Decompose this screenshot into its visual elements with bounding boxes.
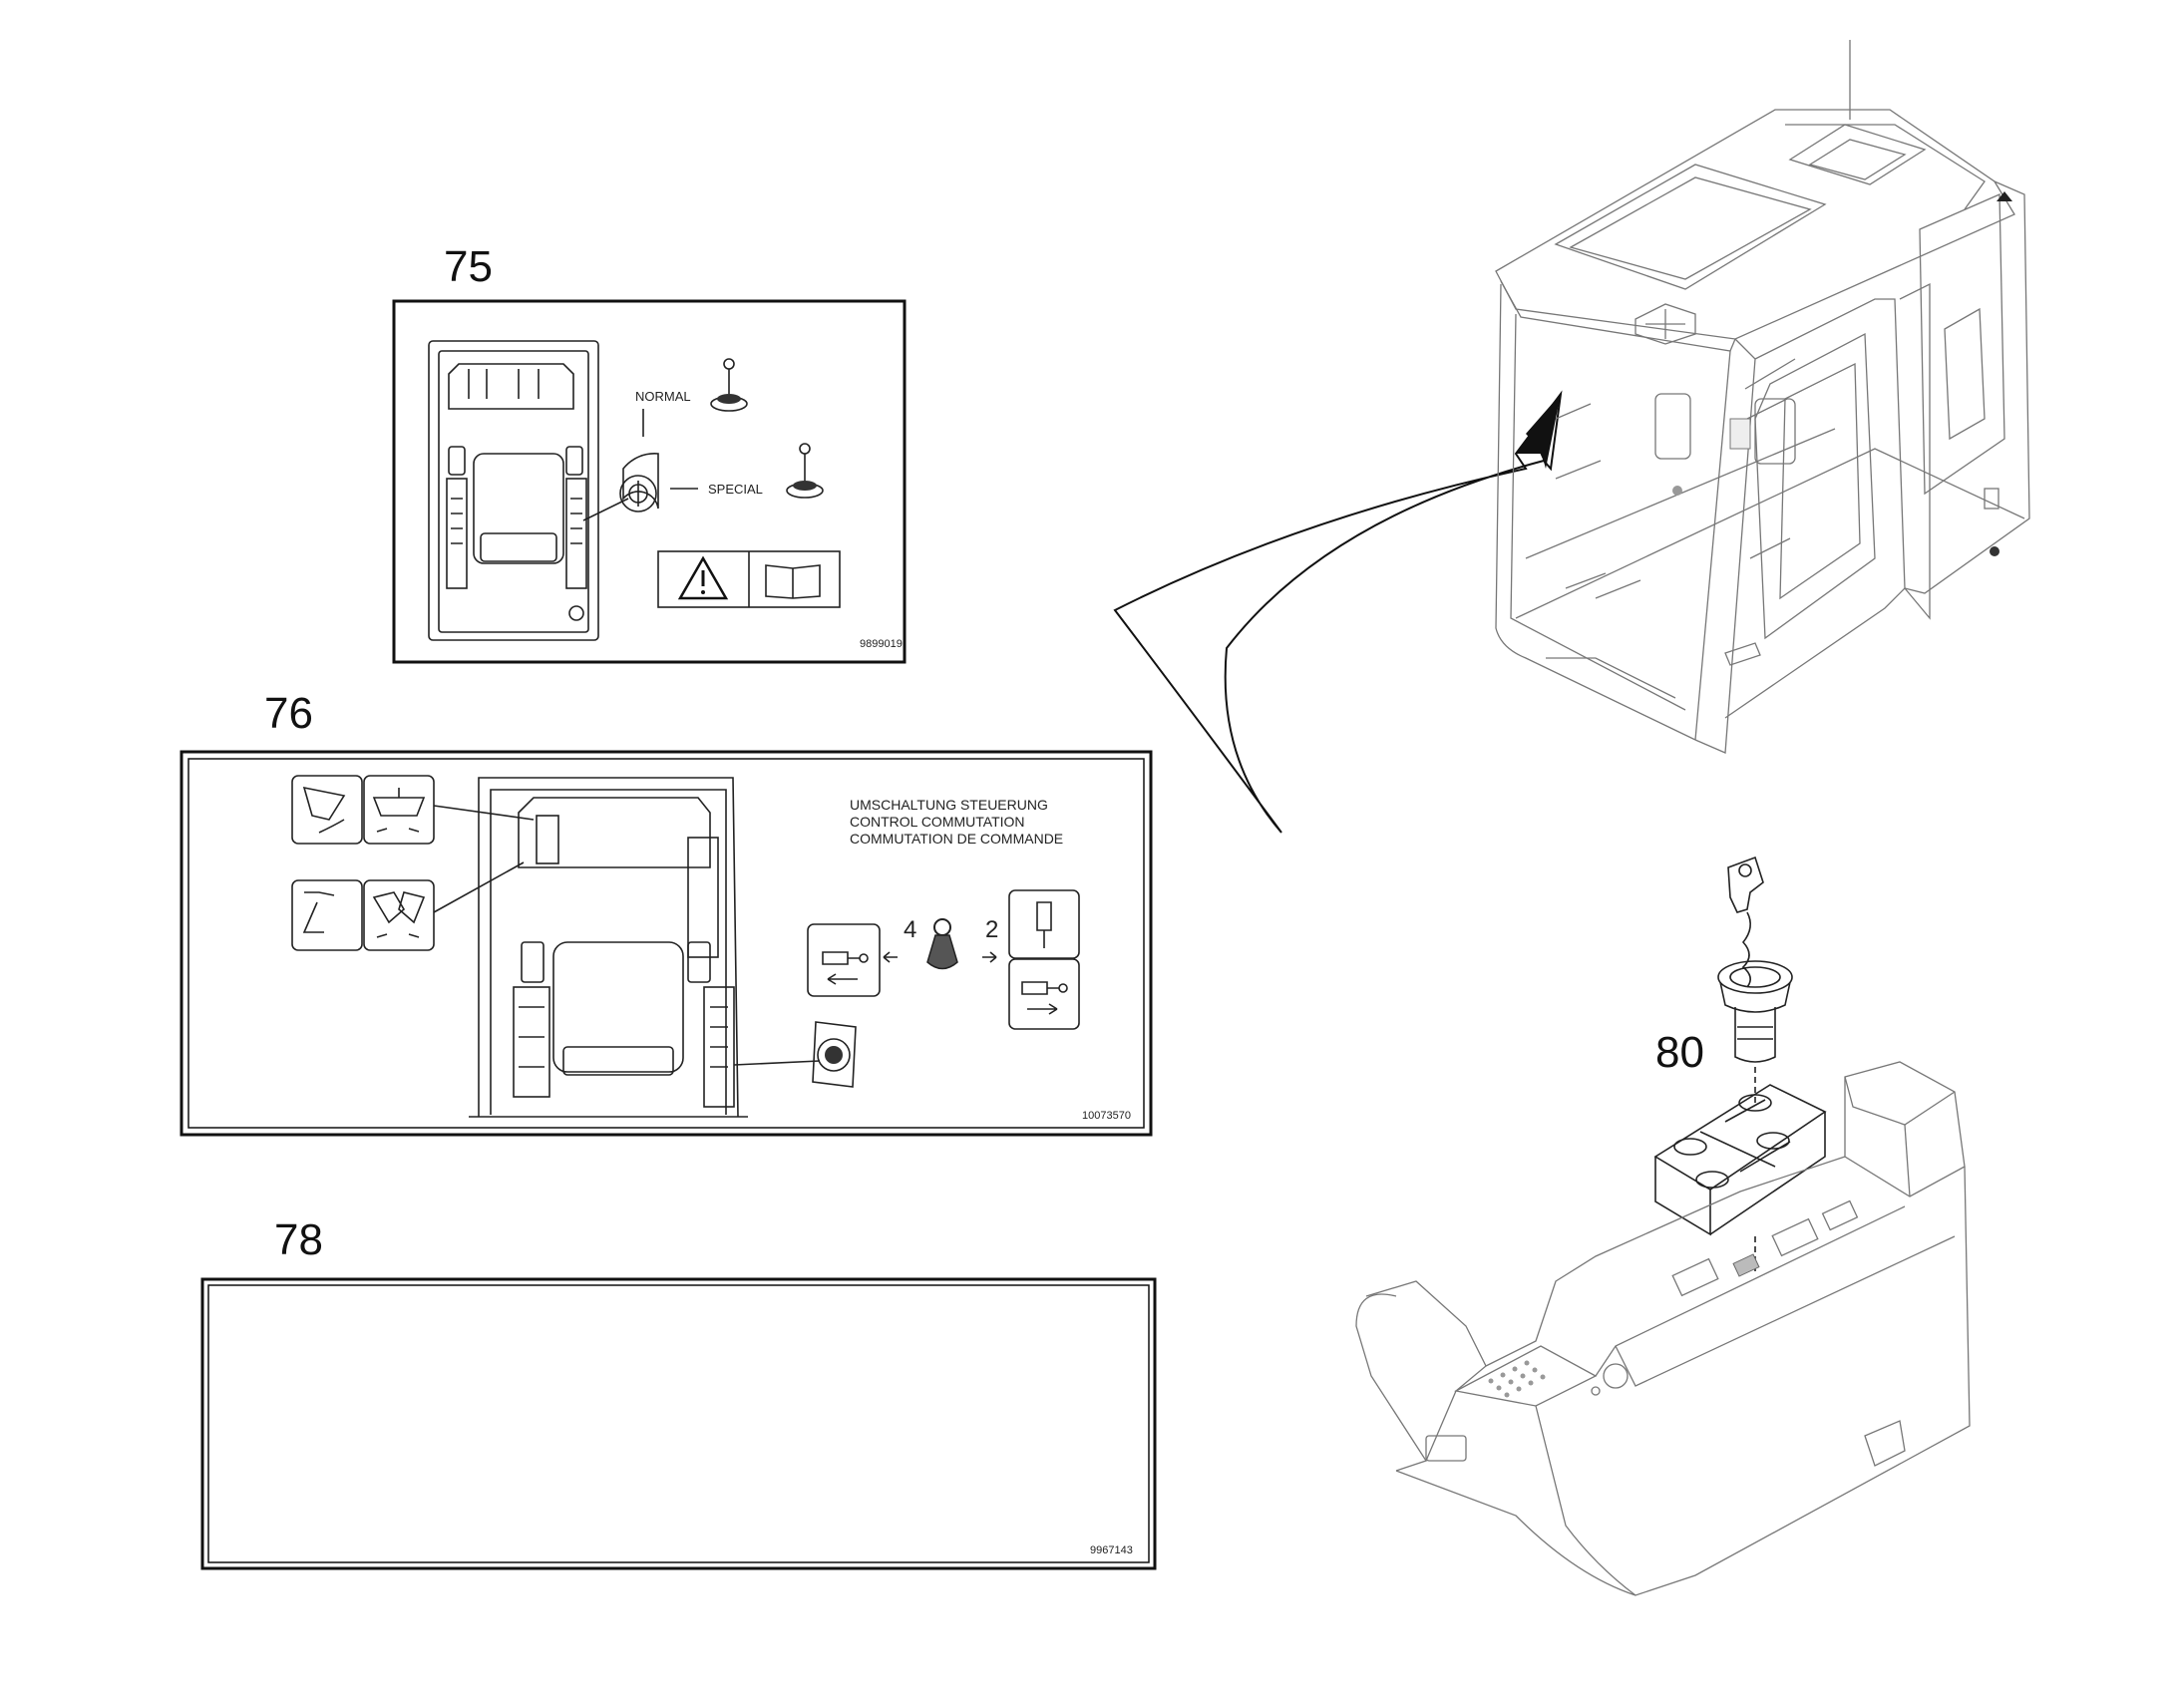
cab-top-view-76 [469, 777, 821, 1118]
callout-80: 80 [1655, 1028, 1704, 1077]
control-console [1355, 1061, 1971, 1596]
ignition-switch-part [1717, 960, 1793, 1107]
part-number-76: 10073570 [1082, 1110, 1131, 1122]
switch-plate [1653, 1084, 1827, 1271]
callout-76: 76 [264, 689, 313, 738]
cab-illustration [1495, 40, 2030, 754]
title-line-en: CONTROL COMMUTATION [850, 814, 1025, 830]
ignition-key-icon [1727, 855, 1764, 988]
pattern-left-number: 4 [904, 916, 916, 943]
selector-switch [619, 409, 698, 512]
callout-75: 75 [444, 242, 493, 291]
title-line-de: UMSCHALTUNG STEUERUNG [850, 797, 1048, 813]
commutation-switch-icon [812, 1021, 857, 1088]
decal-76: UMSCHALTUNG STEUERUNG CONTROL COMMUTATIO… [180, 750, 1153, 1137]
perforated-step [1488, 1360, 1546, 1398]
normal-label: NORMAL [635, 389, 691, 404]
control-pattern: 4 2 [807, 889, 1080, 1030]
decal-title: UMSCHALTUNG STEUERUNG CONTROL COMMUTATIO… [850, 797, 1063, 847]
joystick-special-icon [786, 443, 824, 499]
callout-78: 78 [274, 1215, 323, 1264]
manual-book-icon [765, 564, 821, 599]
location-arrow [1113, 390, 1563, 834]
joystick-icon [926, 918, 958, 970]
title-line-fr: COMMUTATION DE COMMANDE [850, 831, 1063, 847]
pattern-right-number: 2 [985, 916, 998, 943]
part-number-78: 9967143 [1090, 1544, 1133, 1556]
warning-triangle-icon [677, 555, 729, 600]
special-label: SPECIAL [708, 482, 763, 497]
decal-78: 9967143 [200, 1277, 1157, 1570]
decal-75: NORMAL SPECIAL 9899019 [392, 299, 907, 664]
joystick-normal-icon [710, 358, 748, 412]
part-number-75: 9899019 [860, 638, 903, 650]
cab-top-view-75 [428, 340, 629, 641]
